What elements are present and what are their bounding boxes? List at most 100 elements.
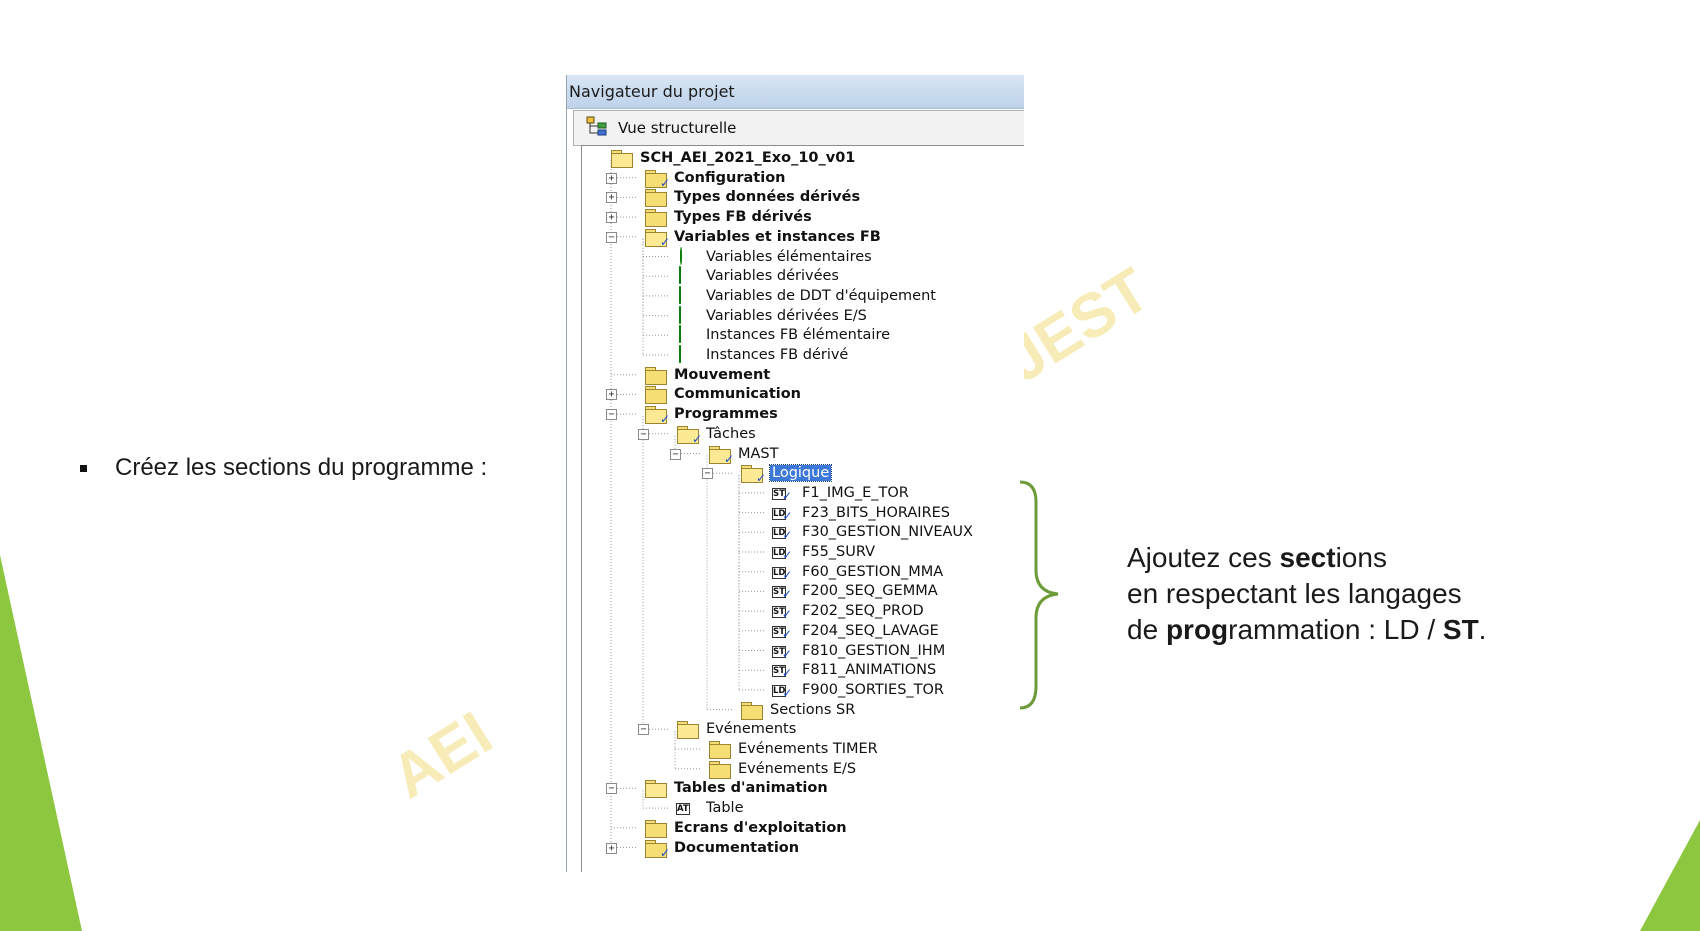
st-section-icon: ST✓ [772, 625, 792, 641]
tree-item[interactable]: ✓Documentation [644, 838, 799, 860]
tree-item-label: Evénements E/S [738, 760, 857, 777]
animation-table-icon: AT [676, 803, 690, 816]
tree-item-label: Communication [674, 386, 802, 403]
tree-item[interactable]: Ecrans d'exploitation [644, 818, 847, 838]
instruction-segment: de [1127, 614, 1166, 645]
tree-item[interactable]: Types données dérivés [644, 187, 861, 208]
tree-item[interactable]: Communication [644, 384, 802, 405]
tree-item[interactable]: Instances FB dérivé [676, 345, 848, 365]
ld-section-icon: LD✓ [772, 507, 793, 523]
tree-item[interactable]: LD✓F55_SURV [772, 542, 875, 562]
tree-item[interactable]: ✓MAST [708, 444, 779, 466]
tree-item[interactable]: Variables de DDT d'équipement [676, 285, 936, 306]
folder-icon [740, 701, 763, 720]
collapse-icon[interactable]: − [670, 448, 681, 460]
tree-item[interactable]: ST✓F202_SEQ_PROD [772, 601, 924, 621]
tree-item-label: SCH_AEI_2021_Exo_10_v01 [640, 150, 856, 166]
tree-item-label: Variables dérivées E/S [706, 307, 867, 324]
tree-item[interactable]: Variables élémentaires [676, 246, 872, 267]
tree-item[interactable]: Evénements TIMER [708, 739, 878, 759]
collapse-icon[interactable]: − [702, 468, 713, 480]
folder-open-icon [644, 779, 667, 799]
tree-item-label: F900_SORTIES_TOR [802, 681, 944, 698]
tree-item-label: Sections SR [770, 701, 856, 718]
expand-icon[interactable]: + [606, 192, 617, 204]
tree-item[interactable]: ✓Configuration [644, 168, 786, 190]
tree-item[interactable]: Evénements E/S [708, 759, 856, 779]
instruction-segment: ST [1442, 614, 1479, 645]
tree-item[interactable]: ST✓ F204_SEQ_LAVAGE [772, 621, 939, 641]
folder-open-icon: ✓ [676, 425, 702, 446]
instruction-segment: ions [1335, 542, 1387, 573]
tree-item-label: Evénements TIMER [738, 741, 878, 757]
instruction-line: Ajoutez ces sections [1127, 540, 1486, 576]
instruction-segment: en respectant les langages [1127, 578, 1462, 609]
tree-item[interactable]: LD✓F900_SORTIES_TOR [772, 680, 944, 700]
folder-icon: ✓ [644, 169, 670, 190]
tree-item[interactable]: ✓Programmes [644, 404, 778, 426]
tree-item[interactable]: LD✓ F23_BITS_HORAIRES [772, 503, 950, 523]
folder-open-icon [676, 720, 699, 740]
bullet-text: Créez les sections du programme : [115, 454, 488, 481]
folder-open-icon: ✓ [708, 445, 734, 466]
expand-icon[interactable]: + [606, 842, 617, 854]
tree-item[interactable]: ST✓F810_GESTION_IHM [772, 641, 945, 661]
tree-item-label: F30_GESTION_NIVEAUX [802, 524, 973, 541]
tree-item[interactable]: ST✓F200_SEQ_GEMMA [772, 581, 938, 601]
collapse-icon[interactable]: − [638, 724, 649, 736]
collapse-icon[interactable]: − [638, 428, 649, 440]
green-triangle-left [0, 555, 82, 931]
tree-item-label: MAST [738, 445, 779, 462]
tree-item[interactable]: Variables dérivées E/S [676, 305, 867, 326]
collapse-icon[interactable]: − [606, 231, 617, 243]
tree-item-label: Tâches [706, 425, 756, 442]
tree-item-label: Logique [768, 464, 833, 483]
tree-item[interactable]: ST✓F811_ANIMATIONS [772, 660, 936, 680]
tree-item[interactable]: Instances FB élémentaire [676, 325, 890, 345]
bullet-square-icon [80, 464, 87, 472]
tree-item[interactable]: ST✓F1_IMG_E_TOR [772, 483, 909, 503]
tree-item-label: Variables et instances FB [674, 228, 881, 245]
tree-item-label: F810_GESTION_IHM [802, 642, 946, 659]
structural-view-tab[interactable]: Vue structurelle [573, 110, 1024, 146]
tree-item[interactable]: Variables dérivées [676, 266, 839, 286]
structure-view-icon [586, 116, 608, 140]
tree-item[interactable]: LD✓F60_GESTION_MMA [772, 562, 943, 582]
tree-item[interactable]: SCH_AEI_2021_Exo_10_v01 [610, 148, 855, 168]
st-section-icon: ST✓ [772, 665, 792, 681]
tree-item[interactable]: LD✓ F30_GESTION_NIVEAUX [772, 522, 973, 542]
folder-open-icon [610, 149, 633, 168]
tree-item-label: Types données dérivés [674, 189, 861, 206]
tree-item-label: F60_GESTION_MMA [802, 563, 944, 580]
tree-item-label: F23_BITS_HORAIRES [802, 504, 951, 521]
navigator-title: Navigateur du projet [567, 75, 1024, 109]
collapse-icon[interactable]: − [606, 409, 617, 421]
expand-icon[interactable]: + [606, 172, 617, 184]
tree-item-label: Mouvement [674, 366, 771, 383]
instruction-segment: Ajoutez ces [1127, 542, 1280, 573]
derived-variable-icon [676, 305, 698, 325]
tree-item[interactable]: Mouvement [644, 365, 770, 385]
ld-section-icon: LD✓ [772, 527, 793, 543]
tree-item[interactable]: Tables d'animation [644, 778, 828, 799]
folder-icon [644, 208, 667, 228]
tree-item[interactable]: ✓Logique [740, 463, 833, 485]
tree-item-label: Variables élémentaires [706, 248, 872, 265]
derived-variable-icon [676, 285, 698, 305]
folder-open-icon: ✓ [644, 405, 670, 426]
tree-item[interactable]: Evénements [676, 719, 796, 740]
tree-item[interactable]: ✓Variables et instances FB [644, 227, 881, 249]
tree-item[interactable]: ✓Tâches [676, 424, 756, 446]
tree-connector-lines [610, 160, 765, 848]
elementary-variable-icon [676, 246, 698, 266]
expand-icon[interactable]: + [606, 212, 617, 224]
folder-open-icon: ✓ [644, 228, 670, 249]
tree-item-label: F204_SEQ_LAVAGE [802, 622, 939, 639]
project-tree[interactable]: SCH_AEI_2021_Exo_10_v01 ✓Configuration + Ty… [581, 145, 1024, 872]
tree-item[interactable]: Types FB dérivés [644, 207, 812, 228]
collapse-icon[interactable]: − [606, 783, 617, 795]
expand-icon[interactable]: + [606, 389, 617, 401]
tree-item[interactable]: Sections SR [740, 700, 855, 720]
